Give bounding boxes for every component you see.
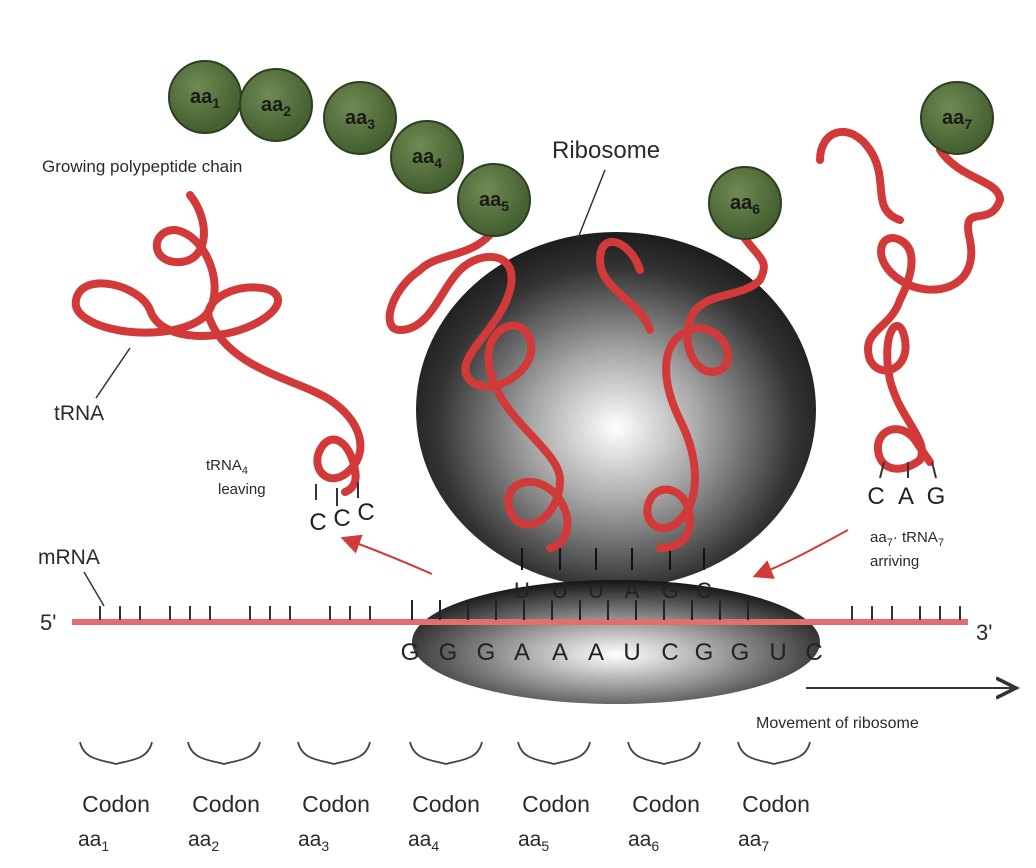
mrna-base: U [769, 639, 786, 666]
mrna-base: G [695, 639, 714, 666]
anticodon-base: C [309, 509, 326, 536]
codon-aa: aa3 [298, 828, 329, 854]
codon-aa: aa4 [408, 828, 439, 854]
codon-aa: aa5 [518, 828, 549, 854]
trna-leaving [76, 195, 361, 492]
mrna-base: A [588, 639, 604, 666]
ribosome-pointer [578, 170, 605, 238]
codon-label: Codon [412, 791, 480, 817]
codon-label: Codon [632, 791, 700, 817]
trna-leaving-label: tRNA4 [206, 457, 248, 477]
codon-label: Codon [192, 791, 260, 817]
codon-aa: aa2 [188, 828, 219, 854]
mrna-base: C [805, 639, 822, 666]
anticodon-base: A [898, 483, 914, 510]
anticodon-base: C [696, 578, 712, 603]
anticodon-base: C [357, 499, 374, 526]
mrna-base: G [477, 639, 496, 666]
codon-label: Codon [82, 791, 150, 817]
codon-label: Codon [302, 791, 370, 817]
anticodon-base: U [552, 578, 568, 603]
anticodon-base: C [867, 483, 884, 510]
growing-chain-label: Growing polypeptide chain [42, 157, 242, 176]
arriving-label: aa7· tRNA7 [870, 529, 944, 549]
anticodon-base: U [514, 578, 530, 603]
mrna-base: A [514, 639, 530, 666]
polypeptide-chain [169, 61, 530, 236]
mrna-base: C [661, 639, 678, 666]
anticodon-base: G [927, 483, 946, 510]
leaving-anticodon: C C C [309, 499, 374, 536]
three-prime-label: 3' [976, 620, 992, 645]
ribosome-label: Ribosome [552, 137, 660, 164]
anticodon-base: A [625, 578, 640, 603]
codon-aa: aa6 [628, 828, 659, 854]
codon-label: Codon [742, 791, 810, 817]
mrna-base: G [401, 639, 420, 666]
codon-brackets [80, 742, 810, 764]
mrna-pointer [84, 572, 104, 606]
mrna-base: U [623, 639, 640, 666]
mrna-base: G [731, 639, 750, 666]
anticodon-base: G [661, 578, 678, 603]
ribosome-small-subunit [412, 580, 820, 704]
arriving-anticodon: C A G [867, 483, 945, 510]
codon-aa: aa1 [78, 828, 109, 854]
mrna-base: G [439, 639, 458, 666]
arriving-label-2: arriving [870, 553, 919, 570]
five-prime-label: 5' [40, 610, 56, 635]
mrna-base: A [552, 639, 568, 666]
codon-label: Codon [522, 791, 590, 817]
leaving-arrow [348, 540, 432, 574]
trna-arriving [820, 132, 1000, 469]
codon-aa: aa7 [738, 828, 769, 854]
mrna-label: mRNA [38, 546, 100, 569]
trna-leaving-label-2: leaving [218, 481, 266, 498]
trna-pointer [96, 348, 130, 398]
arriving-arrow [760, 530, 848, 574]
movement-label: Movement of ribosome [756, 715, 919, 732]
anticodon-base: U [588, 578, 604, 603]
trna-label: tRNA [54, 402, 104, 425]
anticodon-base: C [333, 505, 350, 532]
